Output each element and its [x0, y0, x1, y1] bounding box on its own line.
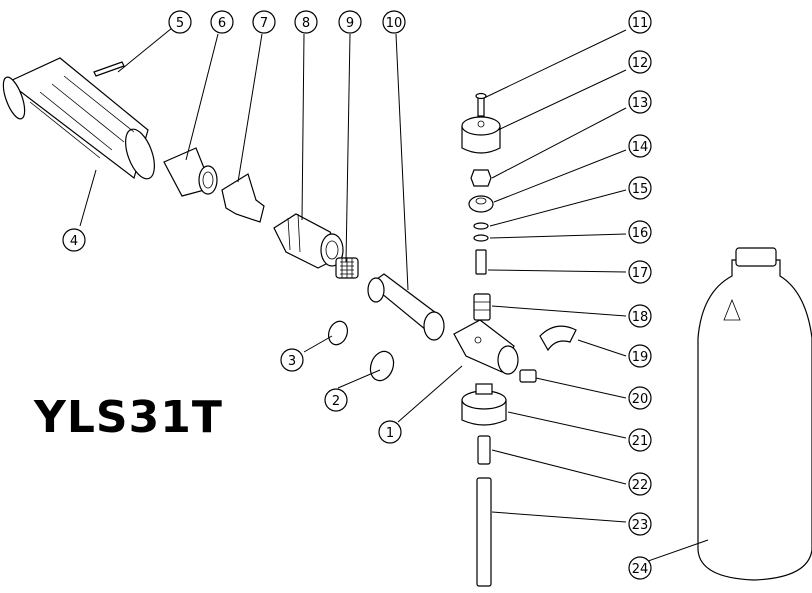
svg-text:7: 7 — [260, 16, 268, 31]
svg-text:24: 24 — [632, 562, 649, 577]
callout-16: 16 — [628, 220, 652, 244]
part-main-body — [453, 319, 519, 375]
part-hose-connector — [477, 435, 491, 465]
part-washer-16 — [473, 234, 489, 242]
part-o-ring-2 — [369, 350, 395, 382]
callout-9: 9 — [338, 10, 362, 34]
svg-text:11: 11 — [632, 16, 649, 31]
part-bottle-cap — [461, 383, 507, 426]
callouts: 5 6 7 8 9 10 4 3 2 1 11 12 13 14 15 16 1… — [62, 10, 652, 580]
part-fan-blade — [221, 173, 265, 223]
svg-text:17: 17 — [632, 266, 649, 281]
part-connecting-tube — [367, 273, 445, 341]
svg-text:16: 16 — [632, 226, 649, 241]
leader-lines — [79, 27, 709, 567]
svg-text:8: 8 — [302, 16, 310, 31]
svg-text:6: 6 — [218, 16, 226, 31]
part-bushing — [468, 195, 494, 213]
svg-text:5: 5 — [176, 16, 184, 31]
callout-12: 12 — [628, 50, 652, 74]
svg-text:2: 2 — [332, 394, 340, 409]
callout-22: 22 — [628, 472, 652, 496]
part-needle-valve — [475, 249, 487, 275]
svg-text:9: 9 — [346, 16, 354, 31]
callout-24: 24 — [628, 556, 652, 580]
svg-text:20: 20 — [632, 392, 649, 407]
svg-text:12: 12 — [632, 56, 649, 71]
callout-5: 5 — [168, 10, 192, 34]
part-nozzle-housing — [2, 57, 155, 180]
callout-6: 6 — [210, 10, 234, 34]
callout-18: 18 — [628, 304, 652, 328]
model-title: YLS31T — [34, 392, 223, 443]
callout-23: 23 — [628, 512, 652, 536]
callout-7: 7 — [252, 10, 276, 34]
callout-14: 14 — [628, 134, 652, 158]
callout-3: 3 — [280, 348, 304, 372]
part-nozzle-insert — [163, 147, 218, 197]
part-nut — [470, 169, 492, 187]
callout-21: 21 — [628, 428, 652, 452]
part-o-ring-3 — [327, 320, 349, 346]
svg-text:22: 22 — [632, 478, 649, 493]
part-clip — [539, 325, 577, 352]
svg-text:19: 19 — [632, 350, 649, 365]
callout-11: 11 — [628, 10, 652, 34]
svg-text:23: 23 — [632, 518, 649, 533]
callout-1: 1 — [378, 420, 402, 444]
svg-text:13: 13 — [632, 96, 649, 111]
callout-19: 19 — [628, 344, 652, 368]
part-suction-tube — [476, 477, 492, 587]
part-washer-15 — [473, 222, 489, 230]
part-fitting — [473, 293, 491, 321]
part-bottle — [697, 247, 812, 581]
callout-10: 10 — [382, 10, 406, 34]
part-pin — [93, 61, 125, 77]
callout-2: 2 — [324, 388, 348, 412]
callout-20: 20 — [628, 386, 652, 410]
callout-17: 17 — [628, 260, 652, 284]
part-adjust-knob — [461, 116, 501, 154]
svg-text:3: 3 — [288, 354, 296, 369]
part-plug — [519, 369, 537, 383]
part-mesh-filter — [335, 257, 359, 279]
svg-text:1: 1 — [386, 426, 394, 441]
svg-text:14: 14 — [632, 140, 649, 155]
svg-text:10: 10 — [386, 16, 403, 31]
part-screw — [475, 92, 487, 117]
callout-15: 15 — [628, 176, 652, 200]
svg-text:15: 15 — [632, 182, 649, 197]
callout-13: 13 — [628, 90, 652, 114]
callout-8: 8 — [294, 10, 318, 34]
svg-text:18: 18 — [632, 310, 649, 325]
callout-4: 4 — [62, 228, 86, 252]
svg-text:21: 21 — [632, 434, 649, 449]
svg-text:4: 4 — [70, 234, 78, 249]
part-cartridge-body — [273, 213, 344, 269]
